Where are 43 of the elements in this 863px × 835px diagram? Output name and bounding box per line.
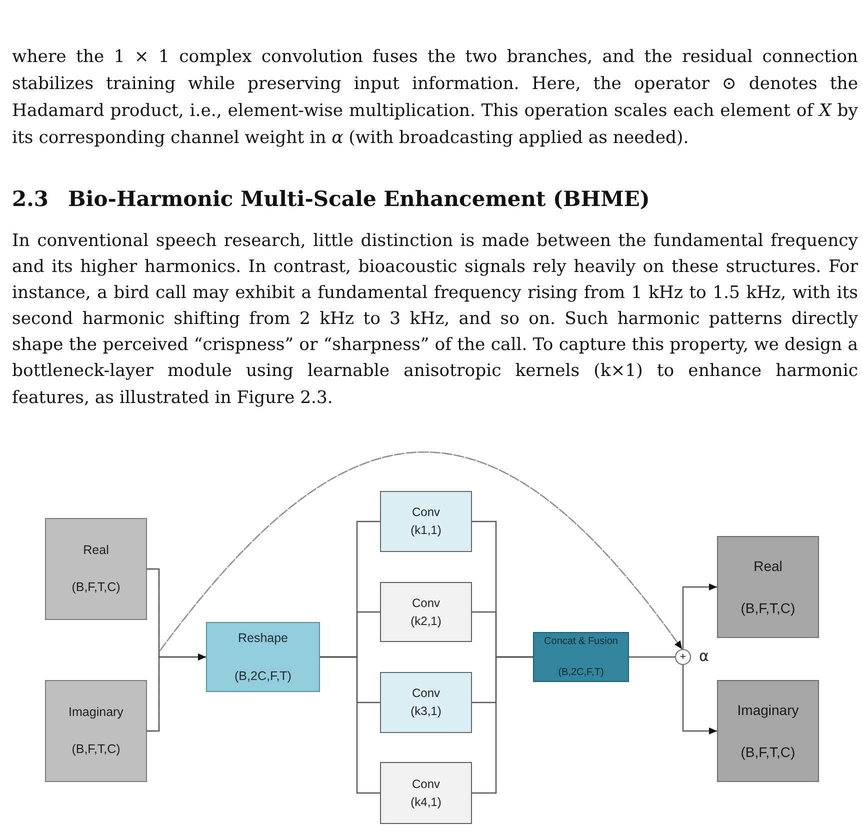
node-subtitle: (k1,1)	[410, 522, 442, 539]
node-title: Concat & Fusion	[544, 636, 618, 648]
node-title: Imaginary	[68, 705, 124, 720]
node-title: Real	[754, 558, 782, 574]
reshape-box	[206, 622, 320, 692]
body-paragraph: In conventional speech research, little distinction is made between the fundamental frequency and its higher harmonics. In contrast, bioacoustic signals rely heavily on these structures. For instance, a bird call may exhibit a fundamental frequency rising from 1 kHz to 1.5 kHz, with its second harmonic shifting from 2 kHz to 3 kHz, and so on. Such harmonic patterns directly shape the perceived “crispness” or “sharpness” of the call. To capture this property, we design a bottleneck-layer module using learnable anisotropic kernels (k×1) to enhance harmonic features, as illustrated in Figure 2.3.	[12, 230, 858, 410]
conv-box	[380, 762, 472, 824]
conv-box	[380, 491, 472, 552]
tensor-box	[45, 518, 147, 620]
node-subtitle: (B,F,T,C)	[72, 742, 120, 757]
section-heading: Bio-Harmonic Multi-Scale Enhancement (BHME)	[68, 185, 650, 213]
body-paragraph: where the 1 × 1 complex convolution fuses the two branches, and the residual connection stabilizes training while preserving input information. Here, the operator ⊙ denotes the Hadamard product, i.e., element-wise multiplication. This operation scales each element of X by its corresponding channel weight in α (with broadcasting applied as needed).	[12, 46, 858, 150]
node-subtitle: (B,F,T,C)	[740, 744, 796, 760]
node-subtitle: (B,2C,F,T)	[558, 666, 604, 678]
node-title: Conv	[412, 685, 440, 702]
sum-circle	[675, 649, 691, 665]
node-subtitle: (B,F,T,C)	[740, 600, 796, 616]
node-title: Conv	[412, 504, 440, 521]
node-subtitle: (k2,1)	[410, 612, 442, 630]
fusion-box	[533, 632, 629, 682]
connector-line	[472, 656, 533, 794]
node-subtitle: (k3,1)	[410, 703, 442, 720]
tensor-box	[717, 680, 819, 782]
node-subtitle: (B,F,T,C)	[72, 580, 120, 595]
plus-sign: +	[680, 652, 686, 662]
tensor-box	[45, 680, 147, 782]
conv-box	[380, 582, 472, 642]
scale-factor-label: α	[699, 647, 709, 665]
node-subtitle: (B,2C,F,T)	[234, 668, 292, 684]
arrow	[147, 654, 206, 732]
node-title: Reshape	[238, 630, 288, 646]
node-subtitle: (k4,1)	[410, 794, 442, 810]
arrow	[682, 584, 717, 649]
tensor-box	[717, 536, 819, 638]
conv-box	[380, 672, 472, 733]
connector-line	[629, 656, 675, 658]
node-title: Real	[83, 543, 109, 558]
connector-line	[320, 656, 380, 794]
arrow	[682, 665, 717, 734]
section-number: 2.3	[12, 185, 49, 213]
node-title: Conv	[412, 594, 440, 612]
node-title: Imaginary	[737, 702, 799, 718]
node-title: Conv	[412, 776, 440, 792]
